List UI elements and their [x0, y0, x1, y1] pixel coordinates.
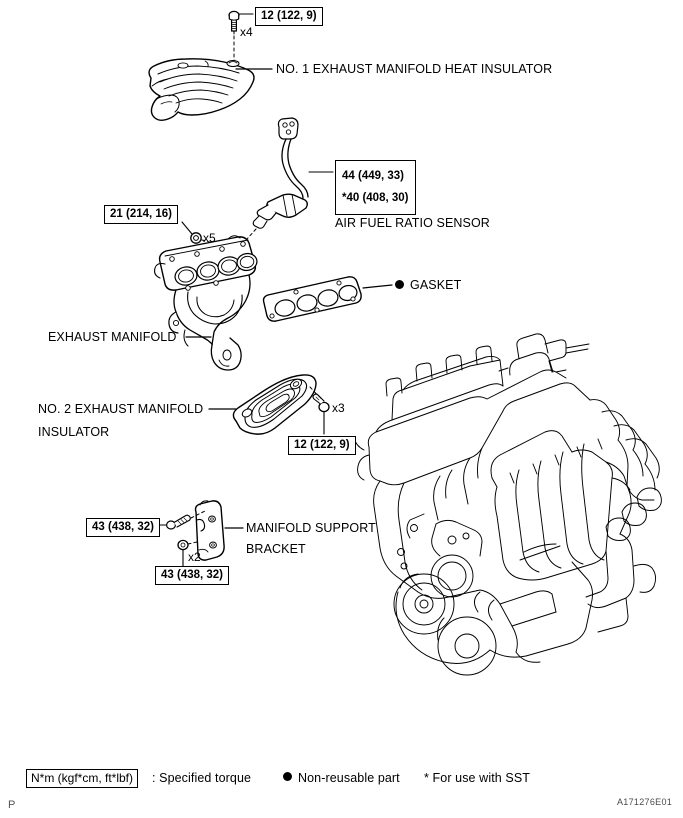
label-air-fuel-ratio-sensor: AIR FUEL RATIO SENSOR	[335, 216, 490, 230]
quantity-exhaust-manifold-nut: x5	[203, 231, 216, 245]
bolt-icon-bracket-upper	[166, 514, 191, 530]
torque-label-bracket-lower: 43 (438, 32)	[155, 566, 230, 585]
legend-non-reusable-dot	[283, 772, 292, 781]
legend-torque-units-box: N*m (kgf*cm, ft*lbf)	[26, 769, 139, 788]
engine-illustration	[353, 333, 662, 676]
label-gasket: GASKET	[410, 278, 462, 292]
bolt-icon-no2-insulator	[312, 393, 330, 435]
nut-icon-exhaust-manifold	[190, 232, 202, 244]
torque-label-bracket-upper: 43 (438, 32)	[86, 518, 161, 537]
quantity-heat-insulator-bolt: x4	[240, 25, 253, 39]
air-fuel-ratio-sensor-art	[252, 117, 309, 229]
no2-insulator-art	[232, 374, 317, 435]
torque-primary-value: 44 (449, 33)	[342, 170, 405, 182]
label-no2-insulator-line1: NO. 2 EXHAUST MANIFOLD	[38, 402, 204, 416]
figure-id: A171276E01	[617, 797, 673, 807]
quantity-bracket-bolt: x2	[188, 550, 201, 564]
legend-torque-meaning: : Specified torque	[152, 771, 252, 785]
no1-heat-insulator-art	[148, 58, 255, 121]
legend-non-reusable-text: Non-reusable part	[298, 771, 400, 785]
label-no1-heat-insulator: NO. 1 EXHAUST MANIFOLD HEAT INSULATOR	[276, 62, 553, 76]
label-exhaust-manifold: EXHAUST MANIFOLD	[48, 330, 177, 344]
torque-label-exhaust-manifold-nut: 21 (214, 16)	[104, 205, 179, 224]
non-reusable-marker-gasket	[395, 280, 404, 289]
label-manifold-support-bracket-line2: BRACKET	[246, 542, 306, 556]
gasket-art	[262, 276, 362, 322]
quantity-no2-insulator-bolt: x3	[332, 401, 345, 415]
label-no2-insulator-line2: INSULATOR	[38, 425, 110, 439]
torque-label-heat-insulator-bolt: 12 (122, 9)	[255, 7, 323, 26]
label-manifold-support-bracket-line1: MANIFOLD SUPPORT	[246, 521, 376, 535]
torque-sst-value: *40 (408, 30)	[342, 192, 409, 204]
bolt-icon-heat-insulator	[228, 10, 240, 35]
torque-label-air-fuel-ratio-sensor: 44 (449, 33) *40 (408, 30)	[335, 160, 416, 215]
legend-sst-note: * For use with SST	[424, 771, 530, 785]
torque-label-no2-insulator-bolt: 12 (122, 9)	[288, 436, 356, 455]
page-mark: P	[8, 799, 16, 811]
exhaust-manifold-art	[154, 235, 258, 371]
